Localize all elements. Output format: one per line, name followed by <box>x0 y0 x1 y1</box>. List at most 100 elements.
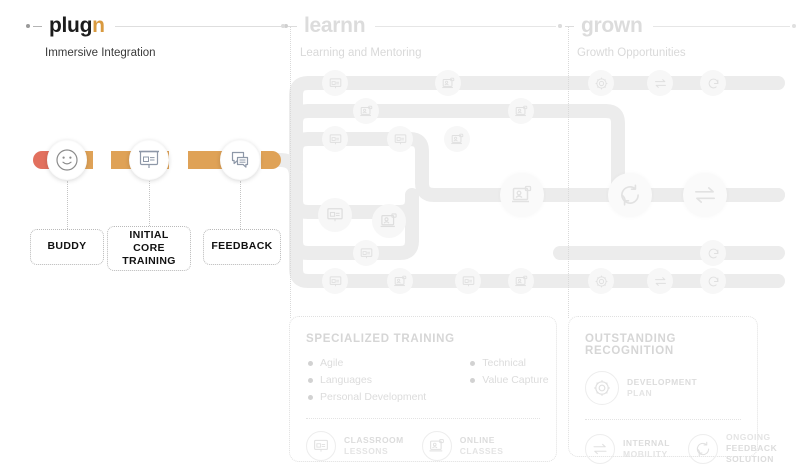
presentation-board-icon <box>137 148 161 172</box>
track-node-development-plan[interactable] <box>588 268 614 294</box>
online-classes-icon <box>421 431 452 461</box>
tag-buddy[interactable]: BUDDY <box>30 229 104 265</box>
column-separator-grown <box>568 26 569 318</box>
title-end-dot-icon <box>792 24 796 28</box>
exchange-arrows-icon <box>653 274 668 289</box>
track-node-classroom[interactable] <box>322 268 348 294</box>
track-node-online-class[interactable] <box>444 126 470 152</box>
track-node-online-class[interactable] <box>387 268 413 294</box>
leading-dot-icon <box>281 24 285 28</box>
bullet-dot-icon <box>470 377 476 383</box>
track-node-development-plan[interactable] <box>588 70 614 96</box>
title-rule <box>114 25 282 27</box>
track-node-classroom[interactable] <box>353 240 379 266</box>
gear-icon <box>585 371 619 405</box>
refresh-cycle-icon <box>706 274 721 289</box>
exchange-arrows-icon <box>585 433 615 464</box>
phase-header-learnn: learnn Learning and Mentoring <box>281 14 562 59</box>
phase-title-grown: grown <box>581 14 643 37</box>
classroom-lessons-icon <box>325 205 345 225</box>
connector-line-feedback <box>240 181 241 229</box>
track-node-internal-mobility-major[interactable] <box>683 173 727 217</box>
track-node-online-class[interactable] <box>508 268 534 294</box>
legend-title-outstanding-recognition: OUTSTANDING RECOGNITION <box>585 333 677 357</box>
phase-subtitle-plugin: Immersive Integration <box>45 47 156 59</box>
bullet-item: Languages <box>308 374 426 386</box>
track-node-classroom[interactable] <box>455 268 481 294</box>
online-classes-icon <box>393 274 408 289</box>
track-node-online-class-major[interactable] <box>372 204 406 238</box>
bullet-dot-icon <box>308 377 313 383</box>
refresh-cycle-icon <box>687 433 718 464</box>
track-node-online-class[interactable] <box>353 98 379 124</box>
timeline-node-feedback[interactable] <box>220 140 260 180</box>
phase-header-grown: grown Growth Opportunities <box>558 14 796 59</box>
bullet-column-left: Agile Languages Personal Development <box>308 357 426 408</box>
speech-bubbles-icon <box>228 148 252 172</box>
column-separator-learnn <box>290 26 291 318</box>
bullet-item: Value Capture <box>470 374 549 386</box>
track-node-online-class-major[interactable] <box>500 173 544 217</box>
leading-dot-icon <box>558 24 562 28</box>
online-classes-icon <box>510 183 534 207</box>
track-node-internal-mobility[interactable] <box>647 70 673 96</box>
tag-feedback-label: FEEDBACK <box>211 240 273 253</box>
bullet-item: Personal Development <box>308 391 426 403</box>
phase-subtitle-grown: Growth Opportunities <box>577 47 686 59</box>
tag-feedback[interactable]: FEEDBACK <box>203 229 281 265</box>
exchange-arrows-icon <box>653 76 668 91</box>
phase-subtitle-learnn: Learning and Mentoring <box>300 47 422 59</box>
track-node-internal-mobility[interactable] <box>647 268 673 294</box>
track-node-classroom-major[interactable] <box>318 198 352 232</box>
classroom-lessons-icon <box>359 246 374 261</box>
online-classes-icon <box>379 211 399 231</box>
gear-icon <box>594 76 609 91</box>
track-node-classroom[interactable] <box>322 126 348 152</box>
track-node-online-class[interactable] <box>508 98 534 124</box>
legend-title-specialized-training: SPECIALIZED TRAINING <box>306 333 455 345</box>
track-node-classroom[interactable] <box>322 70 348 96</box>
refresh-cycle-icon <box>706 246 721 261</box>
connector-line-buddy <box>67 181 68 229</box>
timeline-node-initial-core-training[interactable] <box>129 140 169 180</box>
legend-bullets: Agile Languages Personal Development Tec… <box>308 357 556 408</box>
track-node-classroom[interactable] <box>387 126 413 152</box>
online-classes-icon <box>450 132 465 147</box>
gear-icon <box>594 274 609 289</box>
refresh-cycle-icon <box>617 182 643 208</box>
phase-title-plugin: plugn <box>49 14 105 37</box>
classroom-lessons-icon <box>328 76 343 91</box>
timeline-node-buddy[interactable] <box>47 140 87 180</box>
bullet-column-right: Technical Value Capture <box>470 357 549 408</box>
track-node-ongoing-feedback-major[interactable] <box>608 173 652 217</box>
track-node-ongoing-feedback[interactable] <box>700 268 726 294</box>
classroom-lessons-icon <box>461 274 476 289</box>
online-classes-icon <box>441 76 456 91</box>
track-node-online-class[interactable] <box>435 70 461 96</box>
classroom-lessons-icon <box>328 274 343 289</box>
bullet-dot-icon <box>308 360 313 366</box>
phase-header-plugin: plugn Immersive Integration <box>26 14 288 59</box>
smiley-face-icon <box>54 147 80 173</box>
timeline-segment-4 <box>261 151 281 169</box>
leading-dash-icon <box>33 25 42 27</box>
title-rule <box>652 25 790 27</box>
track-node-ongoing-feedback[interactable] <box>700 240 726 266</box>
bullet-item: Technical <box>470 357 548 369</box>
track-node-ongoing-feedback[interactable] <box>700 70 726 96</box>
leading-dash-icon <box>288 25 297 27</box>
